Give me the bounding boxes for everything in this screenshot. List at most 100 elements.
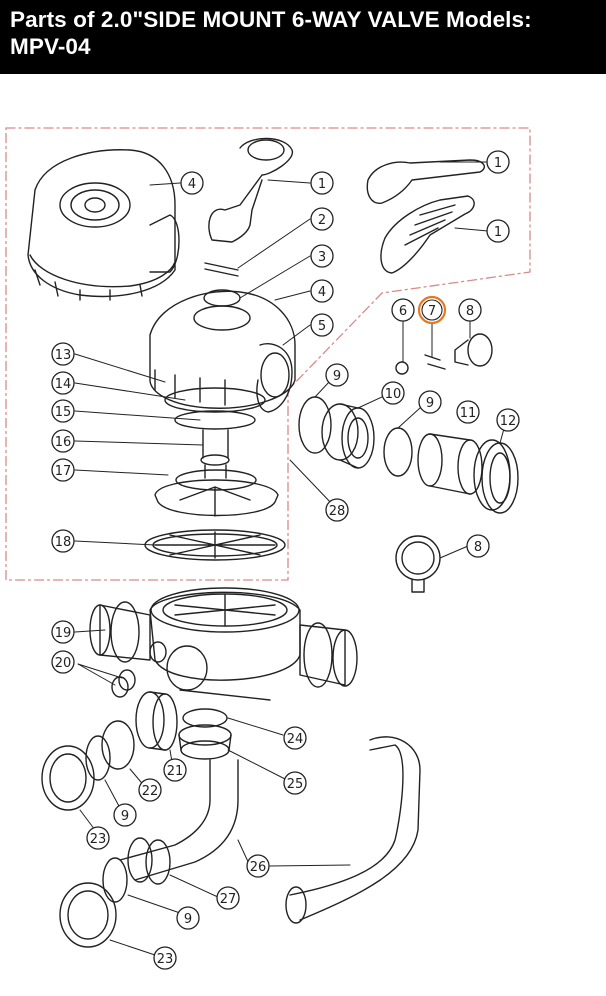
part-union-27	[127, 837, 171, 885]
callout-19: 19	[51, 620, 75, 644]
part-elbow-pipe-26	[119, 736, 421, 924]
svg-text:14: 14	[55, 377, 72, 392]
part-rotor	[154, 469, 279, 517]
callout-28: 28	[325, 498, 349, 522]
callout-9b: 9	[418, 390, 442, 414]
svg-text:18: 18	[55, 535, 72, 550]
callout-4a: 4	[180, 171, 204, 195]
svg-text:22: 22	[142, 784, 159, 799]
callout-9a: 9	[325, 363, 349, 387]
callout-11: 11	[456, 400, 480, 424]
svg-text:1: 1	[494, 156, 502, 171]
svg-text:3: 3	[318, 250, 326, 265]
callout-22: 22	[138, 778, 162, 802]
callout-23b: 23	[153, 946, 177, 970]
callout-16: 16	[51, 429, 75, 453]
callout-4b: 4	[310, 279, 334, 303]
leader-lines	[74, 161, 506, 956]
part-union-nut-23b	[59, 882, 117, 948]
svg-text:10: 10	[385, 387, 402, 402]
svg-text:11: 11	[460, 406, 477, 421]
callout-1a: 1	[310, 171, 334, 195]
part-screw-6	[395, 361, 409, 375]
svg-text:7: 7	[428, 304, 436, 319]
svg-text:19: 19	[55, 626, 72, 641]
callout-3: 3	[310, 244, 334, 268]
part-port-24-25	[178, 708, 232, 760]
callout-23a: 23	[86, 826, 110, 850]
part-spindle-stack	[164, 387, 266, 479]
part-valve-body	[89, 587, 358, 701]
svg-text:27: 27	[220, 892, 237, 907]
callout-1c: 1	[486, 219, 510, 243]
callout-26: 26	[246, 854, 270, 878]
svg-text:25: 25	[287, 777, 304, 792]
part-oring-22	[101, 720, 135, 770]
callout-18: 18	[51, 529, 75, 553]
part-union-tail-10	[321, 403, 375, 469]
callout-24: 24	[283, 726, 307, 750]
svg-text:21: 21	[167, 764, 184, 779]
callout-12: 12	[496, 408, 520, 432]
svg-text:13: 13	[55, 348, 72, 363]
svg-text:9: 9	[426, 396, 434, 411]
svg-text:15: 15	[55, 405, 72, 420]
callout-5: 5	[310, 313, 334, 337]
part-gauge-8b	[395, 535, 441, 593]
callouts: 4 1 1 1 2 3 4 5 6 7 8 13 14 15 16 17 9 1…	[51, 150, 520, 970]
header-bar: Parts of 2.0"SIDE MOUNT 6-WAY VALVE Mode…	[0, 0, 606, 74]
part-union-nut-23a	[41, 745, 95, 811]
callout-7-highlighted: 7	[417, 295, 447, 325]
svg-text:17: 17	[55, 464, 72, 479]
svg-text:9: 9	[333, 369, 341, 384]
part-oring-9a	[298, 396, 332, 454]
part-handle-1a	[208, 137, 293, 243]
part-dome-cover	[149, 290, 296, 413]
part-gasket	[144, 529, 286, 561]
part-pin	[204, 262, 239, 277]
svg-text:8: 8	[474, 540, 482, 555]
svg-text:9: 9	[184, 912, 192, 927]
part-cover-top-left	[27, 149, 180, 301]
svg-text:8: 8	[466, 304, 474, 319]
part-oring-9b	[383, 427, 413, 477]
part-handle-1c	[380, 195, 475, 274]
svg-text:12: 12	[500, 414, 517, 429]
part-gauge-8a	[454, 333, 493, 367]
callout-9d: 9	[176, 906, 200, 930]
callout-20: 20	[51, 650, 75, 674]
callout-14: 14	[51, 371, 75, 395]
callout-2: 2	[310, 207, 334, 231]
part-union-pipe-11	[417, 433, 483, 495]
page-title-line-2: MPV-04	[10, 34, 91, 59]
svg-text:20: 20	[55, 656, 72, 671]
part-oring-20a	[118, 669, 136, 691]
svg-text:23: 23	[157, 952, 174, 967]
callout-10: 10	[381, 381, 405, 405]
page-title-line-1: Parts of 2.0"SIDE MOUNT 6-WAY VALVE Mode…	[10, 7, 532, 32]
part-oring-9c	[85, 735, 111, 781]
part-oring-7	[424, 354, 446, 370]
callout-9c: 9	[113, 803, 137, 827]
svg-text:4: 4	[188, 177, 196, 192]
callout-6: 6	[391, 298, 415, 322]
callout-17: 17	[51, 458, 75, 482]
svg-text:9: 9	[121, 809, 129, 824]
part-handle-1b	[366, 159, 485, 204]
svg-text:23: 23	[90, 832, 107, 847]
callout-13: 13	[51, 342, 75, 366]
part-union-21-22	[135, 691, 178, 751]
callout-27: 27	[216, 886, 240, 910]
part-oring-20b	[111, 676, 129, 698]
svg-text:26: 26	[250, 860, 267, 875]
svg-text:2: 2	[318, 213, 326, 228]
part-oring-9d	[102, 857, 128, 903]
svg-text:5: 5	[318, 319, 326, 334]
svg-text:24: 24	[287, 732, 304, 747]
svg-text:1: 1	[494, 225, 502, 240]
kit-boundary-dashed	[5, 127, 531, 581]
callout-15: 15	[51, 399, 75, 423]
callout-1b: 1	[486, 150, 510, 174]
callout-8a: 8	[458, 298, 482, 322]
callout-21: 21	[163, 758, 187, 782]
